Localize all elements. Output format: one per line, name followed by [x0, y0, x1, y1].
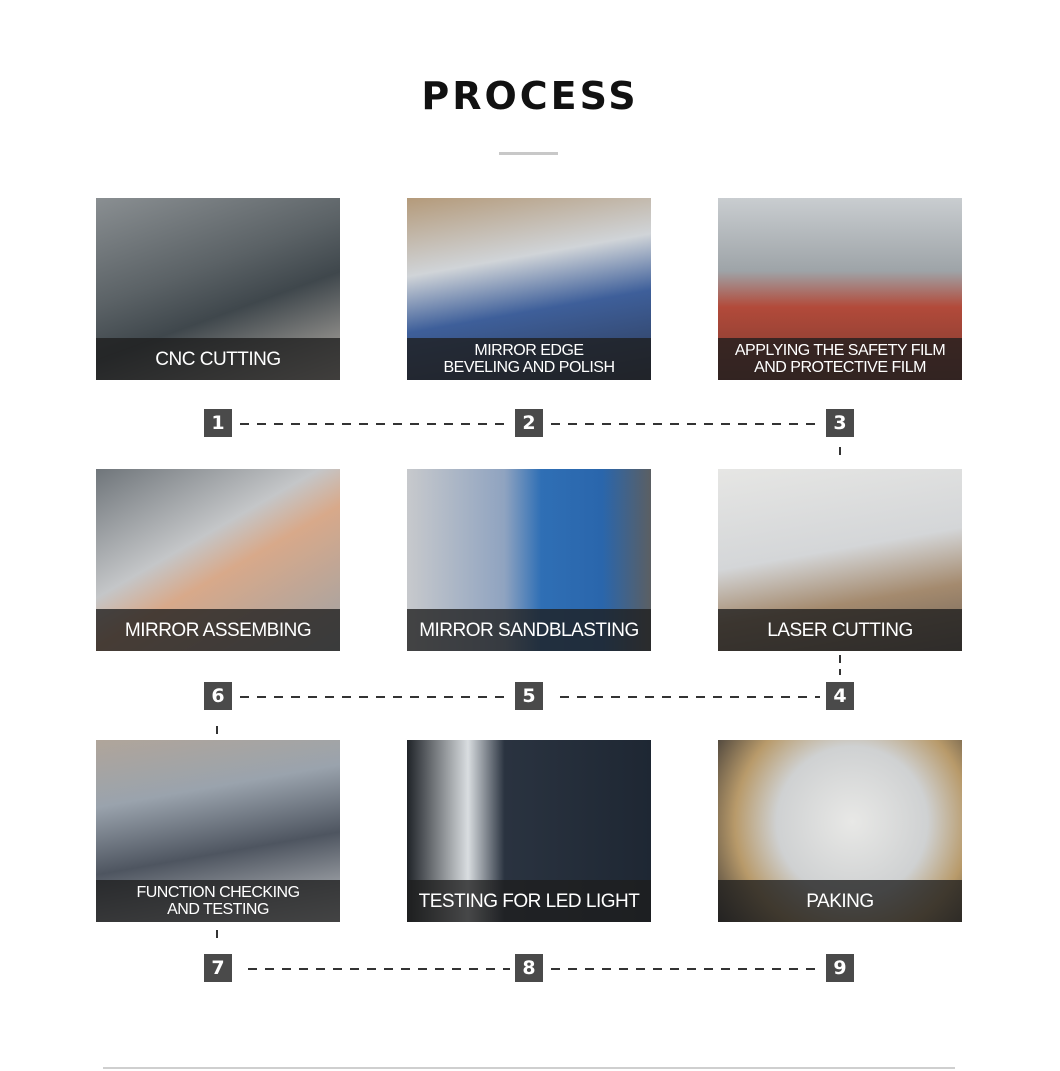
connector-line	[560, 696, 820, 698]
photo-mirror-edge-beveling: MIRROR EDGE BEVELING AND POLISH	[407, 198, 651, 380]
step-caption: MIRROR SANDBLASTING	[407, 609, 651, 651]
step-caption: FUNCTION CHECKING AND TESTING	[96, 880, 340, 922]
photo-mirror-sandblasting: MIRROR SANDBLASTING	[407, 469, 651, 651]
step-caption: LASER CUTTING	[718, 609, 962, 651]
step-number-7: 7	[204, 954, 232, 982]
page-title: PROCESS	[421, 74, 639, 118]
connector-line	[248, 968, 510, 970]
step-caption: PAKING	[718, 880, 962, 922]
step-number-9: 9	[826, 954, 854, 982]
connector-line	[551, 968, 821, 970]
step-number-3: 3	[826, 409, 854, 437]
step-number-4: 4	[826, 682, 854, 710]
bottom-divider	[103, 1067, 955, 1069]
connector-line	[839, 655, 841, 675]
step-caption: APPLYING THE SAFETY FILM AND PROTECTIVE …	[718, 338, 962, 380]
connector-line	[551, 423, 821, 425]
connector-line	[216, 930, 218, 944]
step-number-2: 2	[515, 409, 543, 437]
photo-safety-film: APPLYING THE SAFETY FILM AND PROTECTIVE …	[718, 198, 962, 380]
connector-line	[839, 447, 841, 461]
step-number-8: 8	[515, 954, 543, 982]
step-caption: CNC CUTTING	[96, 338, 340, 380]
connector-line	[216, 726, 218, 738]
connector-line	[240, 696, 510, 698]
photo-paking: PAKING	[718, 740, 962, 922]
photo-laser-cutting: LASER CUTTING	[718, 469, 962, 651]
step-caption: MIRROR EDGE BEVELING AND POLISH	[407, 338, 651, 380]
photo-mirror-assembing: MIRROR ASSEMBING	[96, 469, 340, 651]
title-divider	[499, 152, 558, 155]
step-number-1: 1	[204, 409, 232, 437]
photo-cnc-cutting: CNC CUTTING	[96, 198, 340, 380]
step-number-6: 6	[204, 682, 232, 710]
step-number-5: 5	[515, 682, 543, 710]
photo-function-checking: FUNCTION CHECKING AND TESTING	[96, 740, 340, 922]
connector-line	[240, 423, 510, 425]
photo-testing-led-light: TESTING FOR LED LIGHT	[407, 740, 651, 922]
step-caption: TESTING FOR LED LIGHT	[407, 880, 651, 922]
step-caption: MIRROR ASSEMBING	[96, 609, 340, 651]
